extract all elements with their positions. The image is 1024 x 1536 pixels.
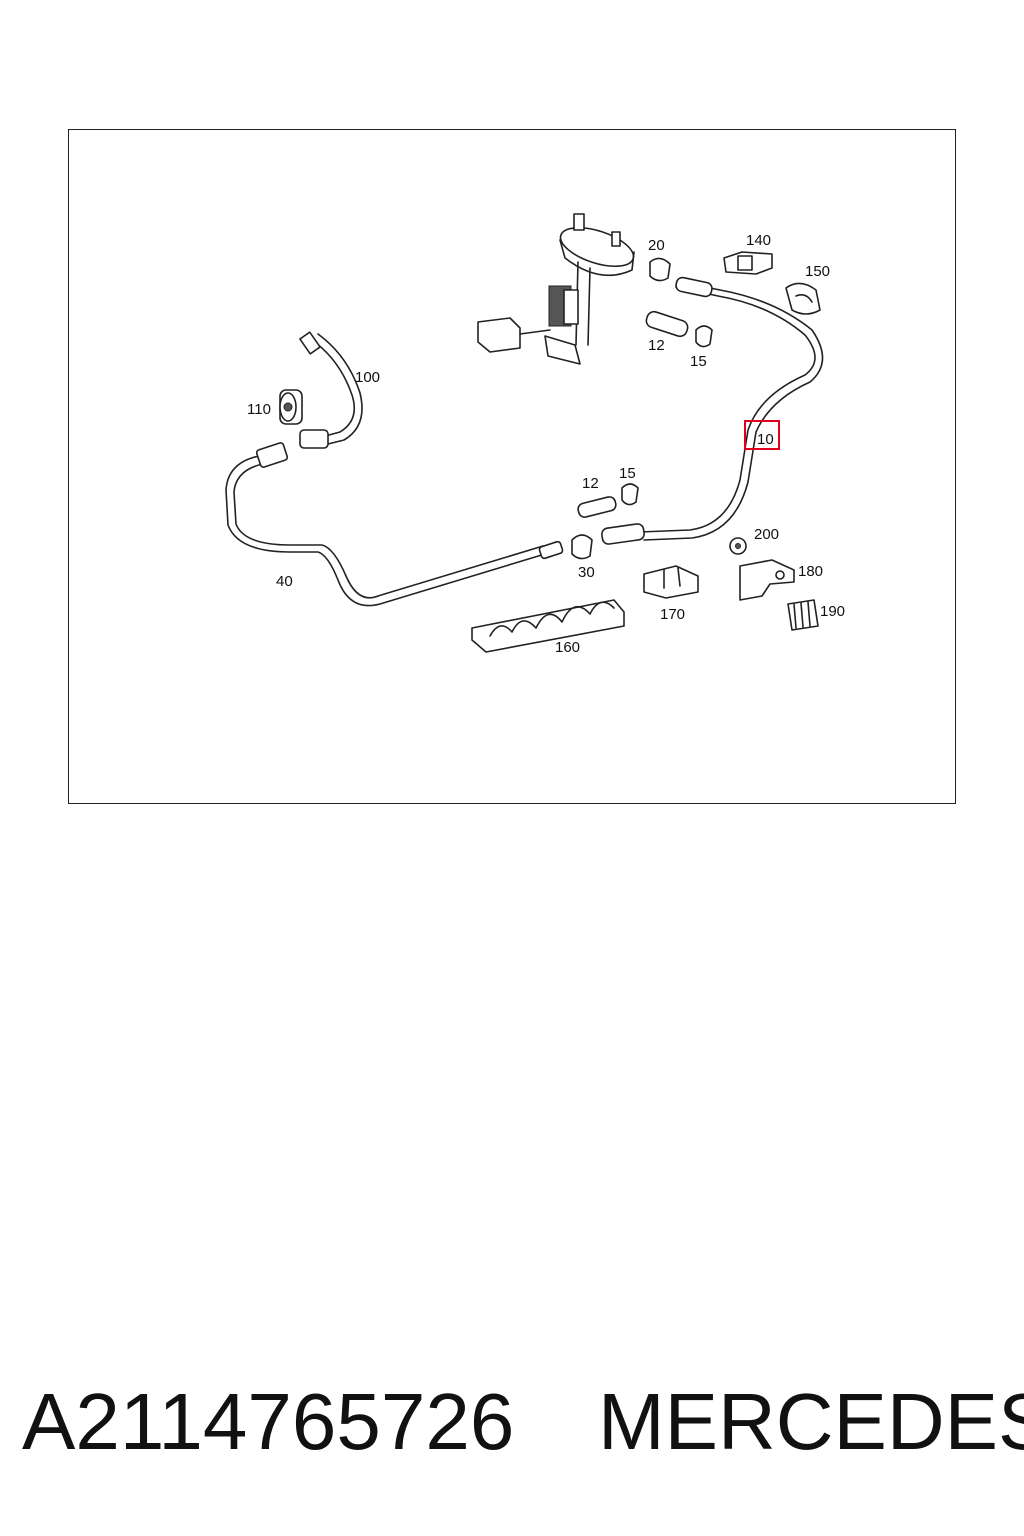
clip-200 [729,537,747,555]
callout-160[interactable]: 160 [555,639,580,656]
callout-180[interactable]: 180 [798,563,823,580]
callout-150[interactable]: 150 [805,263,830,280]
callout-20[interactable]: 20 [648,237,665,254]
clamp-30 [571,534,593,560]
callout-140[interactable]: 140 [746,232,771,249]
hose-12-lower [577,496,617,518]
fuel-pump-assembly [477,213,635,365]
fuel-line-10 [601,276,824,545]
holder-160 [471,599,625,653]
callout-12-lower[interactable]: 12 [582,475,599,492]
clip-150 [785,282,821,315]
grommet-110 [279,389,303,425]
clip-170 [643,565,699,599]
clamp-20 [649,257,671,282]
callout-15-lower[interactable]: 15 [619,465,636,482]
callout-110[interactable]: 110 [247,401,271,418]
callout-170[interactable]: 170 [660,606,685,623]
callout-40[interactable]: 40 [276,573,293,590]
diagram-frame [68,129,956,804]
clamp-15-lower [621,483,639,506]
callout-100[interactable]: 100 [355,369,380,386]
fuel-hose-100 [299,331,363,449]
callout-30[interactable]: 30 [578,564,595,581]
callout-10[interactable]: 10 [757,431,774,448]
bracket-180 [739,559,795,601]
clamp-15-upper [695,325,713,348]
fuel-line-40 [225,442,564,607]
brand-name: MERCEDES [598,1377,1024,1466]
callout-190[interactable]: 190 [820,603,845,620]
callout-12-upper[interactable]: 12 [648,337,665,354]
callout-15-upper[interactable]: 15 [690,353,707,370]
hose-12-upper [645,310,689,338]
callout-200[interactable]: 200 [754,526,779,543]
highlight-box [744,420,780,450]
clip-140 [723,251,773,275]
part-number: A2114765726 [22,1377,515,1466]
clip-190 [787,599,819,631]
